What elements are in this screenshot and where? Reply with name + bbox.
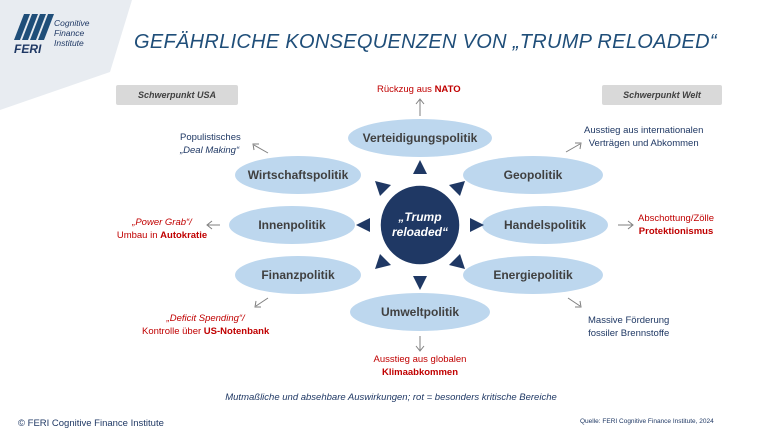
logo-tagline: Cognitive Finance Institute <box>54 18 90 48</box>
ellipse-handel <box>482 206 608 244</box>
center-label: „Trump reloaded“ <box>391 210 449 239</box>
ellipse-wirtschaft <box>235 156 361 194</box>
policy-wirtschaft: Wirtschaftspolitik <box>247 168 349 182</box>
note-nato: Rückzug aus NATO <box>377 84 461 95</box>
diagram-caption: Mutmaßliche und absehbare Auswirkungen; … <box>225 392 557 403</box>
ellipse-innen <box>229 206 355 244</box>
policy-finanz: Finanzpolitik <box>261 268 335 282</box>
policy-energie: Energiepolitik <box>493 268 573 282</box>
ellipse-finanz <box>235 256 361 294</box>
policy-verteidigung: Verteidigungspolitik <box>362 131 478 145</box>
logo-bars-icon <box>14 14 54 40</box>
policy-innen: Innenpolitik <box>258 218 326 232</box>
ellipse-verteidigung <box>348 119 492 157</box>
center-circle <box>379 184 461 266</box>
policy-geo: Geopolitik <box>503 168 563 182</box>
feri-logo: Cognitive Finance Institute FERI <box>12 12 122 72</box>
ellipse-energie <box>463 256 603 294</box>
ellipse-umwelt <box>350 293 490 331</box>
note-ausstieg-vertraege: Ausstieg aus internationalen Verträgen u… <box>584 125 704 149</box>
note-deficit-spending: „Deficit Spending“/ Kontrolle über US-No… <box>142 313 270 337</box>
note-abschottung: Abschottung/Zölle Protektionismus <box>638 213 715 237</box>
page-title: GEFÄHRLICHE KONSEQUENZEN VON „TRUMP RELO… <box>134 31 717 53</box>
footer-copyright: © FERI Cognitive Finance Institute <box>18 418 164 429</box>
label-schwerpunkt-welt: Schwerpunkt Welt <box>602 85 722 105</box>
policy-umwelt: Umweltpolitik <box>380 305 460 319</box>
note-power-grab: „Power Grab“/ Umbau in Autokratie <box>116 217 208 241</box>
note-foerderung: Massive Förderung fossiler Brennstoffe <box>588 315 670 339</box>
note-populist: Populistisches „Deal Making“ <box>180 132 241 156</box>
policy-handel: Handelspolitik <box>503 218 587 232</box>
footer-source: Quelle: FERI Cognitive Finance Institute… <box>580 418 714 425</box>
logo-name: FERI <box>14 42 42 56</box>
ellipse-geo <box>463 156 603 194</box>
label-schwerpunkt-usa: Schwerpunkt USA <box>116 85 238 105</box>
note-klima: Ausstieg aus globalen Klimaabkommen <box>373 354 467 378</box>
sun-rays <box>356 160 484 290</box>
